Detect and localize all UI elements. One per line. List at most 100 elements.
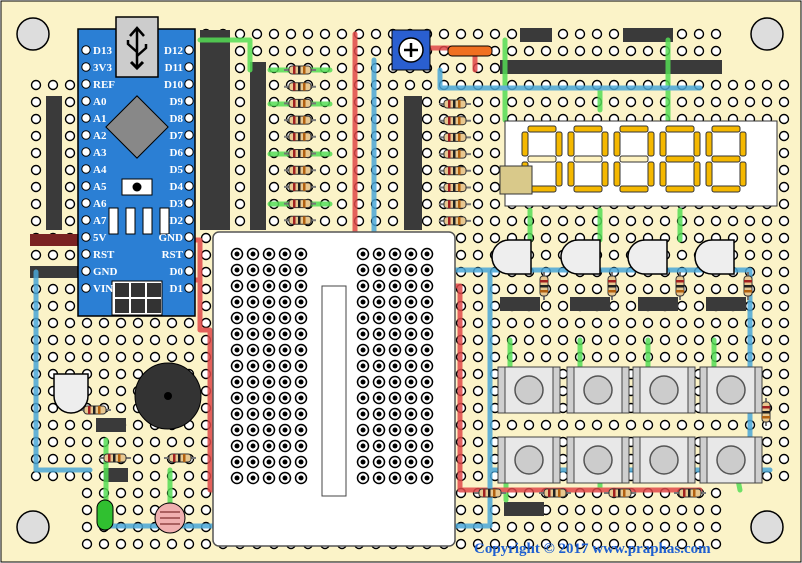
pin-label: D6 xyxy=(170,147,184,159)
pin-hole xyxy=(81,215,91,225)
mini-breadboard xyxy=(212,231,456,547)
pin-label: 5V xyxy=(93,232,107,244)
pin-label: RST xyxy=(93,249,115,261)
pin-hole xyxy=(184,249,194,259)
wire-red xyxy=(352,31,703,493)
pin-hole xyxy=(184,283,194,293)
resistor xyxy=(675,272,685,300)
wire-blue xyxy=(437,67,703,91)
pin-label: A4 xyxy=(93,164,107,176)
mounting-holes xyxy=(16,17,784,544)
resistor xyxy=(439,183,471,192)
seven-segment-display xyxy=(504,120,778,207)
resistor xyxy=(439,99,471,109)
mounting-hole-top-left xyxy=(16,17,50,51)
pin-hole xyxy=(184,96,194,106)
resistor xyxy=(284,215,316,225)
pin-label: D2 xyxy=(170,215,184,227)
resistor xyxy=(79,405,111,415)
tactile-button xyxy=(497,436,561,484)
microcontroller-chip xyxy=(105,95,169,159)
resistor xyxy=(607,272,617,300)
icsp-header xyxy=(111,280,163,316)
resistor xyxy=(743,272,753,300)
pin-hole xyxy=(184,232,194,242)
usb-icon xyxy=(126,26,148,71)
pin-label: GND xyxy=(159,232,184,244)
resistor xyxy=(284,165,316,175)
resistor xyxy=(439,166,471,176)
resistor xyxy=(439,116,471,126)
buzzer xyxy=(134,362,202,430)
pin-label: D11 xyxy=(165,62,183,74)
pin-label: D8 xyxy=(170,113,184,125)
pin-label: A7 xyxy=(93,215,107,227)
pin-label: D4 xyxy=(170,181,184,193)
transistor xyxy=(560,239,601,275)
pin-label: 3V3 xyxy=(93,62,112,74)
resistor xyxy=(284,132,316,142)
pin-label: A6 xyxy=(93,198,107,210)
pin-hole xyxy=(81,198,91,208)
pin-label: A3 xyxy=(93,147,107,159)
resistor xyxy=(284,82,316,92)
smd-resistors xyxy=(108,207,170,235)
pin-label: A0 xyxy=(93,96,107,108)
resistor xyxy=(164,453,196,463)
pin-label: D13 xyxy=(93,45,112,57)
pin-hole xyxy=(81,147,91,157)
seven-segment-digit xyxy=(659,125,701,193)
pin-hole xyxy=(81,164,91,174)
pin-label: D5 xyxy=(170,164,184,176)
capacitor xyxy=(499,165,533,195)
resistor xyxy=(284,182,316,192)
pin-hole xyxy=(81,283,91,293)
resistor xyxy=(539,488,571,498)
pin-hole xyxy=(184,266,194,276)
pin-hole xyxy=(184,181,194,191)
pin-label: D0 xyxy=(170,266,184,278)
pin-label: D1 xyxy=(170,283,183,295)
pin-hole xyxy=(81,130,91,140)
resistor xyxy=(439,132,471,142)
pin-label: VIN xyxy=(93,283,113,295)
transistor xyxy=(627,239,668,275)
seven-segment-digit xyxy=(567,125,609,193)
pin-hole xyxy=(184,147,194,157)
resistor xyxy=(474,488,506,498)
copyright-text: Copyright © 2017 www.praphas.com xyxy=(474,541,711,557)
pin-hole xyxy=(184,62,194,72)
wire-blue xyxy=(33,269,93,473)
pin-hole xyxy=(184,130,194,140)
mounting-hole-bottom-left xyxy=(16,510,50,544)
resistor xyxy=(539,272,549,300)
seven-segment-digit xyxy=(613,125,655,193)
pin-label: D9 xyxy=(170,96,184,108)
pin-hole xyxy=(184,113,194,123)
pin-label: A5 xyxy=(93,181,107,193)
resistors xyxy=(79,65,771,498)
pin-hole xyxy=(81,113,91,123)
pin-label: A1 xyxy=(93,113,106,125)
pin-hole xyxy=(81,45,91,55)
transistor xyxy=(694,239,735,275)
transistors xyxy=(53,239,735,414)
pin-hole xyxy=(184,198,194,208)
transistor xyxy=(491,239,532,275)
resistor xyxy=(439,149,471,159)
pin-hole xyxy=(81,62,91,72)
tactile-button xyxy=(632,436,696,484)
pin-hole xyxy=(184,79,194,89)
resistor xyxy=(99,453,131,463)
mounting-hole-top-right xyxy=(750,17,784,51)
pin-hole xyxy=(81,266,91,276)
tactile-buttons xyxy=(497,366,763,484)
pin-hole xyxy=(184,164,194,174)
pin-hole xyxy=(81,181,91,191)
pin-hole xyxy=(184,215,194,225)
resistor xyxy=(284,65,316,75)
resistor xyxy=(761,398,771,426)
pin-hole xyxy=(81,249,91,259)
seven-segment-digit xyxy=(705,125,747,193)
tactile-button xyxy=(699,436,763,484)
